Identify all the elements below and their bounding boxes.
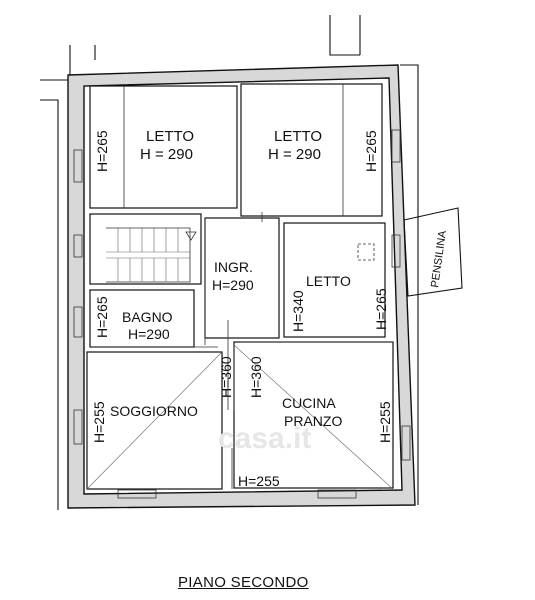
height-label-top-right: H=265	[363, 130, 379, 172]
height-label-255-right: H=255	[377, 401, 393, 443]
height-label-360-right: H=360	[248, 356, 264, 398]
rooms	[86, 83, 394, 490]
height-label-mid-right: H=265	[373, 288, 389, 330]
fixture-square	[357, 243, 375, 261]
roof-diagonals	[86, 344, 394, 490]
height-label-bagno: H=265	[94, 296, 110, 338]
watermark: casa.it	[218, 422, 311, 455]
height-label-340: H=340	[290, 290, 306, 332]
height-label-360-left: H=360	[218, 356, 234, 398]
room-label-bagno: BAGNO	[122, 309, 173, 325]
height-label-top-left: H=265	[94, 130, 110, 172]
windows	[73, 129, 411, 499]
staircase	[106, 227, 197, 283]
room-height-letto-left: H = 290	[140, 146, 193, 163]
room-label-letto-right: LETTO	[274, 128, 322, 145]
room-height-letto-right: H = 290	[268, 146, 321, 163]
room-height-ingresso: H=290	[212, 277, 254, 293]
room-label-letto-mid: LETTO	[306, 273, 351, 289]
room-label-letto-left: LETTO	[146, 128, 194, 145]
exterior-wall	[67, 64, 416, 509]
room-label-cucina: CUCINA	[282, 395, 336, 411]
room-label-ingresso: INGR.	[214, 259, 253, 275]
pensilina	[403, 207, 463, 297]
room-label-soggiorno: SOGGIORNO	[110, 403, 198, 419]
room-height-bagno: H=290	[128, 326, 170, 342]
partitions	[90, 84, 393, 489]
building-context-lines	[40, 15, 419, 510]
height-label-255-bottom: H=255	[238, 473, 280, 489]
pensilina-label: PENSILINA	[429, 229, 449, 288]
room-label-pranzo: PRANZO	[284, 413, 342, 429]
height-label-255-left: H=255	[91, 401, 107, 443]
plan-caption: PIANO SECONDO	[178, 574, 309, 591]
